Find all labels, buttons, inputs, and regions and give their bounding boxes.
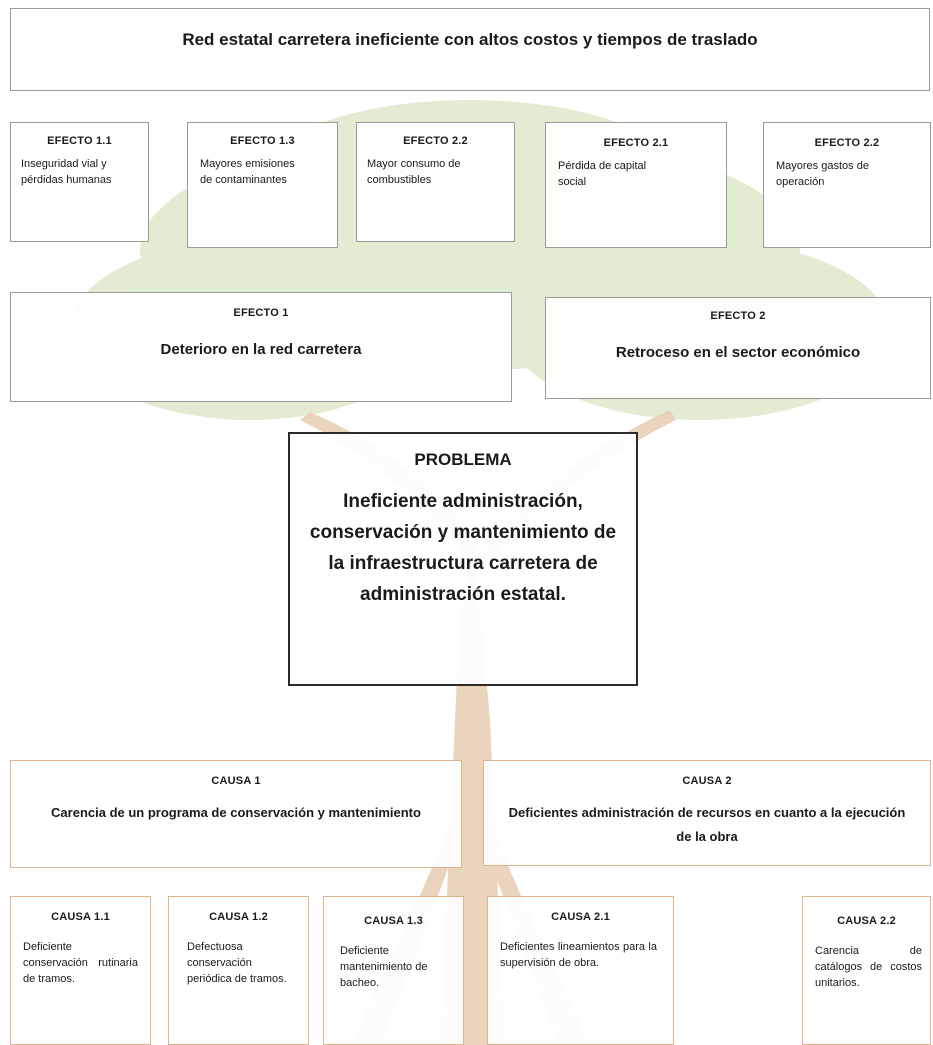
cause-detail-box: CAUSA 2.2 Carencia de catálogos de costo… <box>802 896 931 1045</box>
effect-detail-text: Mayor consumo de combustibles <box>367 158 461 186</box>
cause-detail-text: Deficientes lineamientos para la supervi… <box>500 941 657 969</box>
cause-main-box: CAUSA 2 Deficientes administración de re… <box>483 760 931 866</box>
effect-detail-label: EFECTO 2.1 <box>603 137 669 149</box>
problem-label: PROBLEMA <box>414 450 512 469</box>
cause-detail-label: CAUSA 1.2 <box>209 911 268 923</box>
effect-detail-box: EFECTO 1.1 Inseguridad vial y pérdidas h… <box>10 122 149 242</box>
effect-main-box: EFECTO 2 Retroceso en el sector económic… <box>545 297 931 399</box>
cause-detail-label: CAUSA 1.3 <box>364 915 423 927</box>
effect-detail-box: EFECTO 2.2 Mayor consumo de combustibles <box>356 122 515 242</box>
cause-main-label: CAUSA 2 <box>682 775 732 787</box>
effect-main-text: Deterioro en la red carretera <box>160 341 362 358</box>
effect-detail-text: Mayores gastos de operación <box>776 160 869 188</box>
effect-detail-box: EFECTO 2.2 Mayores gastos de operación <box>763 122 931 248</box>
effect-detail-text: Mayores emisiones de contaminantes <box>200 158 295 186</box>
cause-detail-box: CAUSA 1.3 Deficiente mantenimiento de ba… <box>323 896 464 1045</box>
cause-detail-text: Deficiente conservación rutinaria de tra… <box>23 941 138 985</box>
problem-box: PROBLEMA Ineficiente administración, con… <box>288 432 638 686</box>
cause-detail-text: Defectuosa conservación periódica de tra… <box>187 941 287 985</box>
effect-main-label: EFECTO 1 <box>233 307 289 319</box>
cause-main-text: Deficientes administración de recursos e… <box>508 805 906 844</box>
effect-detail-label: EFECTO 1.3 <box>230 135 295 147</box>
problem-text: Ineficiente administración, conservación… <box>309 491 617 605</box>
top-effect-text: Red estatal carretera ineficiente con al… <box>182 30 758 49</box>
cause-main-label: CAUSA 1 <box>211 775 261 787</box>
cause-detail-box: CAUSA 1.1 Deficiente conservación rutina… <box>10 896 151 1045</box>
effect-main-label: EFECTO 2 <box>710 310 766 322</box>
effect-detail-label: EFECTO 1.1 <box>47 135 112 147</box>
effect-detail-text: Inseguridad vial y pérdidas humanas <box>21 158 112 186</box>
effect-main-text: Retroceso en el sector económico <box>615 344 861 361</box>
top-effect-box: Red estatal carretera ineficiente con al… <box>10 8 930 91</box>
effect-detail-box: EFECTO 2.1 Pérdida de capital social <box>545 122 727 248</box>
cause-detail-label: CAUSA 2.2 <box>837 915 896 927</box>
cause-detail-label: CAUSA 1.1 <box>51 911 110 923</box>
cause-detail-box: CAUSA 1.2 Defectuosa conservación periód… <box>168 896 309 1045</box>
cause-detail-box: CAUSA 2.1 Deficientes lineamientos para … <box>487 896 674 1045</box>
cause-main-box: CAUSA 1 Carencia de un programa de conse… <box>10 760 462 868</box>
effect-detail-text: Pérdida de capital social <box>558 160 647 188</box>
cause-detail-text: Carencia de catálogos de costos unitario… <box>815 945 922 989</box>
cause-main-text: Carencia de un programa de conservación … <box>51 805 421 820</box>
effect-main-box: EFECTO 1 Deterioro en la red carretera <box>10 292 512 402</box>
effect-detail-box: EFECTO 1.3 Mayores emisiones de contamin… <box>187 122 338 248</box>
cause-detail-label: CAUSA 2.1 <box>551 911 610 923</box>
cause-detail-text: Deficiente mantenimiento de bacheo. <box>340 945 428 989</box>
effect-detail-label: EFECTO 2.2 <box>814 137 880 149</box>
effect-detail-label: EFECTO 2.2 <box>403 135 468 147</box>
